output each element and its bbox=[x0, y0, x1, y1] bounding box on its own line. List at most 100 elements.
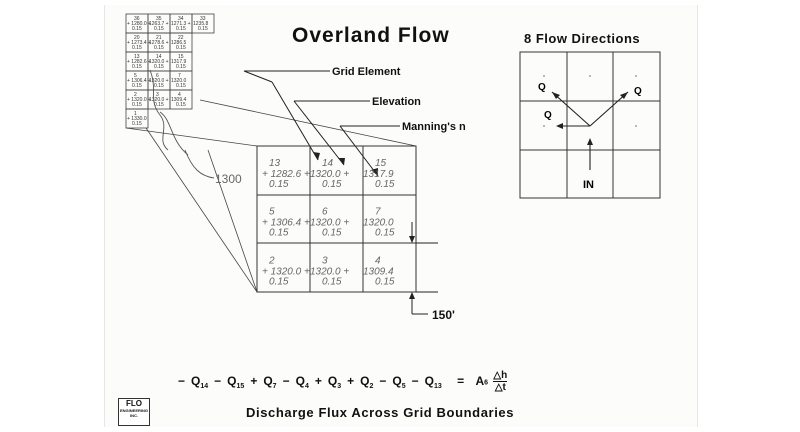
grid-cell-id: 6 bbox=[322, 207, 328, 218]
equals-sign: = bbox=[457, 373, 465, 388]
equation-term: −Q13 bbox=[411, 373, 442, 390]
grid-cell-n: 0.15 bbox=[375, 228, 395, 239]
discharge-symbol: Q bbox=[191, 373, 201, 388]
equation-operator: − bbox=[282, 373, 290, 388]
fraction: △h △t bbox=[493, 370, 508, 393]
small-grid-elev: 1317.9 bbox=[171, 59, 187, 65]
small-grid-id: 2 bbox=[134, 92, 137, 98]
grid-cell-elev: 1317.9 bbox=[363, 169, 394, 180]
small-grid-elev: + 1273.4 + bbox=[127, 40, 151, 46]
small-grid-id: 33 bbox=[200, 16, 206, 22]
grid-cell-id: 14 bbox=[322, 158, 334, 169]
small-grid-n: 0.15 bbox=[132, 64, 142, 70]
equation-term: −Q4 bbox=[282, 373, 309, 390]
discharge-subscript: 4 bbox=[304, 382, 309, 390]
flow-grid-dots bbox=[543, 75, 637, 127]
grid-cell-n: 0.15 bbox=[269, 228, 289, 239]
small-grid-id: 22 bbox=[178, 35, 184, 41]
small-grid-elev: + 1330.0 bbox=[127, 116, 147, 122]
grid-cell-n: 0.15 bbox=[375, 179, 395, 190]
grid-cell-id: 5 bbox=[269, 207, 275, 218]
flow-q-label: Q bbox=[634, 86, 642, 97]
small-grid-elev: + 1280.0 + bbox=[127, 21, 151, 27]
grid-cell-elev: 1309.4 bbox=[363, 266, 394, 277]
small-grid-id: 5 bbox=[134, 73, 137, 79]
flow-directions-title: 8 Flow Directions bbox=[524, 31, 641, 46]
projection-lines bbox=[125, 99, 417, 293]
flow-q-label: Q bbox=[544, 110, 552, 121]
grid-cell-elev: + 1282.6 + bbox=[262, 169, 310, 180]
grid-cell-n: 0.15 bbox=[269, 276, 289, 287]
small-grid-id: 7 bbox=[178, 73, 181, 79]
discharge-subscript: 14 bbox=[200, 382, 209, 390]
equation-operator: − bbox=[178, 373, 186, 388]
discharge-symbol: Q bbox=[263, 373, 273, 388]
small-grid-elev: + 1320.0 + bbox=[127, 97, 151, 103]
contour-label: 1300 bbox=[215, 172, 242, 186]
area-subscript: 6 bbox=[484, 379, 489, 387]
small-grid-n: 0.15 bbox=[154, 64, 164, 70]
grid-cell-n: 0.15 bbox=[322, 179, 342, 190]
equation-operator: + bbox=[314, 373, 322, 388]
small-grid-n: 0.15 bbox=[132, 26, 142, 32]
leader-arrowheads bbox=[313, 152, 378, 176]
small-grid-id: 13 bbox=[134, 54, 140, 60]
small-grid-elev: 1278.6 + bbox=[149, 40, 169, 46]
small-grid-n: 0.15 bbox=[132, 45, 142, 51]
flo-engineering-logo: FLO ENGINEERING INC. bbox=[118, 398, 150, 426]
discharge-symbol: Q bbox=[327, 373, 338, 388]
grid-cell-n: 0.15 bbox=[322, 276, 342, 287]
small-grid-elev: 1320.0 + bbox=[149, 97, 169, 103]
small-grid-elev: 1320.0 bbox=[171, 78, 187, 84]
small-grid-n: 0.15 bbox=[154, 45, 164, 51]
small-grid-elev: + 1306.4 + bbox=[127, 78, 151, 84]
elevation-label: Elevation bbox=[372, 96, 421, 108]
small-grid bbox=[125, 13, 215, 129]
small-grid-id: 21 bbox=[156, 35, 162, 41]
grid-cell-id: 15 bbox=[375, 158, 387, 169]
flux-equation: −Q14−Q15+Q7−Q4+Q3+Q2−Q5−Q13 = A6 △h △t bbox=[178, 370, 508, 393]
discharge-symbol: Q bbox=[227, 373, 237, 388]
discharge-subscript: 13 bbox=[434, 382, 442, 390]
mannings-n-label: Manning's n bbox=[402, 121, 466, 133]
flow-arrowheads bbox=[552, 92, 628, 145]
diagram-sheet bbox=[104, 5, 698, 427]
contour-line bbox=[159, 111, 189, 156]
grid-cell-n: 0.15 bbox=[375, 276, 395, 287]
discharge-symbol: Q bbox=[295, 373, 305, 388]
contour-line bbox=[149, 69, 169, 151]
small-grid-elev: 1309.4 bbox=[171, 97, 187, 103]
grid-element-label: Grid Element bbox=[332, 66, 401, 78]
area-symbol: A bbox=[475, 373, 485, 388]
grid-cell-n: 0.15 bbox=[322, 228, 342, 239]
small-grid-n: 0.15 bbox=[176, 45, 186, 51]
equation-term: +Q2 bbox=[347, 374, 374, 390]
logo-line: INC. bbox=[130, 413, 138, 418]
equation-terms: −Q14−Q15+Q7−Q4+Q3+Q2−Q5−Q13 bbox=[178, 373, 448, 390]
discharge-symbol: Q bbox=[392, 373, 402, 388]
grid-cell-id: 2 bbox=[268, 255, 275, 266]
equation-term: −Q5 bbox=[379, 373, 405, 390]
small-grid-elev: 1320.0 + bbox=[149, 78, 169, 84]
fraction-numerator: △h bbox=[493, 370, 508, 382]
logo-line: ENGINEERING bbox=[119, 408, 148, 413]
spacing-label: 150' bbox=[432, 308, 455, 322]
small-grid-elev: 1263.7 + bbox=[149, 21, 169, 27]
flow-in-label: IN bbox=[583, 179, 594, 191]
discharge-symbol: Q bbox=[424, 373, 434, 388]
discharge-subscript: 2 bbox=[369, 382, 374, 390]
small-grid-elev: + 1282.6 + bbox=[127, 59, 151, 65]
small-grid-cell bbox=[125, 108, 149, 129]
equation-operator: − bbox=[379, 373, 387, 388]
grid-cell-elev: 1320.0 + bbox=[310, 266, 349, 277]
grid-cell-id: 13 bbox=[269, 158, 281, 169]
grid-cell-elev: 1320.0 + bbox=[310, 218, 349, 229]
equation-operator: − bbox=[411, 373, 419, 388]
flow-q-label: Q bbox=[538, 82, 546, 93]
diagram-title: Overland Flow bbox=[292, 24, 450, 47]
grid-cell-elev: + 1320.0 + bbox=[262, 266, 310, 277]
equation-term: −Q14 bbox=[178, 373, 209, 390]
small-grid-n: 0.15 bbox=[154, 83, 164, 89]
